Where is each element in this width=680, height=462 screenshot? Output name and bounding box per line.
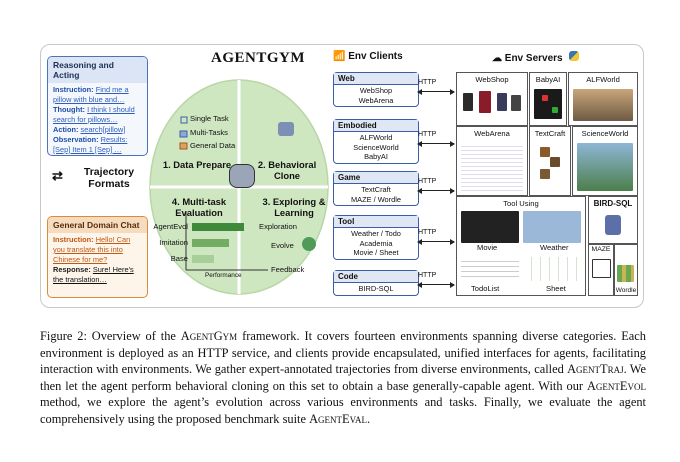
http-label-game: HTTP <box>418 178 437 185</box>
caption-agenttraj: AgentTraj <box>567 362 624 377</box>
env-clients-header: 📶 Env Clients <box>333 51 403 62</box>
reasoning-acting-panel: Reasoning and Acting Instruction: Find m… <box>47 56 148 156</box>
caption-agentgym: AgentGym <box>180 329 238 343</box>
q2-title: 2. Behavioral Clone <box>257 159 317 181</box>
http-label-code: HTTP <box>418 272 437 279</box>
server-scienceworld: ScienceWorld <box>572 126 638 196</box>
server-birdsql: BIRD-SQL <box>588 196 638 244</box>
action-label: Action: <box>53 125 79 134</box>
figure-caption: Figure 2: Overview of the AgentGym frame… <box>40 328 646 428</box>
http-arrow-tool <box>417 238 455 245</box>
http-label-tool: HTTP <box>418 229 437 236</box>
cloud-icon: ☁ <box>492 53 502 64</box>
http-arrow-code <box>417 281 455 288</box>
server-babyai: BabyAI <box>529 72 567 126</box>
q1-item-multi: Multi-Tasks <box>190 128 228 137</box>
client-game-name: Game <box>334 172 418 184</box>
chat-response-text: Sure! Here's the translation… <box>53 265 134 284</box>
swap-arrows-icon: ⇄ <box>52 168 63 183</box>
caption-prefix: Figure 2: Overview of the <box>40 329 181 343</box>
q4-bar-label: Base <box>170 254 188 263</box>
q4-bar-label: Imitation <box>159 238 188 247</box>
q3-exploration: Exploration <box>259 222 297 231</box>
q4-title: 4. Multi-task Evaluation <box>171 196 227 218</box>
q4-axis-label: Performance <box>205 272 242 279</box>
client-tool-envs: Weather / Todo Academia Movie / Sheet <box>351 229 401 257</box>
client-embodied-envs: ALFWorld ScienceWorld BabyAI <box>353 133 399 161</box>
q3-title: 3. Exploring & Learning <box>262 196 326 218</box>
client-web-envs: WebShop WebArena <box>358 86 394 105</box>
client-code: Code BIRD-SQL <box>333 270 419 296</box>
wifi-icon: 📶 <box>333 51 346 62</box>
server-textcraft: TextCraft <box>529 126 571 196</box>
observation-label: Observation: <box>53 135 99 144</box>
server-alfworld: ALFWorld <box>568 72 638 126</box>
http-arrow-embodied <box>417 140 455 147</box>
http-label-embodied: HTTP <box>418 131 437 138</box>
client-code-name: Code <box>334 271 418 283</box>
server-movie-label: Movie <box>477 243 498 252</box>
reasoning-acting-title: Reasoning and Acting <box>48 57 147 83</box>
thought-label: Thought: <box>53 105 86 114</box>
caption-part4: . <box>366 411 371 426</box>
robot-icon <box>278 122 294 136</box>
q3-evolve: Evolve <box>271 241 294 250</box>
q1-title: 1. Data Prepare <box>162 159 232 170</box>
server-tool-using: Tool Using <box>456 196 586 296</box>
server-webarena: WebArena <box>456 126 528 196</box>
client-game-envs: TextCraft MAZE / Wordle <box>351 185 401 204</box>
q4-bar <box>192 223 244 231</box>
trajectory-formats-label: ⇄ Trajectory Formats <box>52 166 135 190</box>
client-embodied-name: Embodied <box>334 120 418 132</box>
client-tool: Tool Weather / Todo Academia Movie / She… <box>333 215 419 260</box>
agentgym-title: AGENTGYM <box>211 50 305 66</box>
observation-text: Results: [Sep] Item 1 [Sep] … <box>53 135 128 154</box>
action-text: search[pillow] <box>80 125 126 134</box>
general-chat-panel: General Domain Chat Instruction: Hello! … <box>47 216 148 298</box>
http-label-web: HTTP <box>418 79 437 86</box>
server-weather-label: Weather <box>540 243 569 252</box>
env-servers-header: ☁ Env Servers <box>492 51 580 64</box>
chat-response-label: Response: <box>53 265 91 274</box>
general-chat-title: General Domain Chat <box>48 217 147 233</box>
client-tool-name: Tool <box>334 216 418 228</box>
server-wordle: Wordle <box>614 244 638 296</box>
thought-text: I think I should search for pillows… <box>53 105 135 124</box>
client-code-envs: BIRD-SQL <box>358 284 394 293</box>
caption-agenteval: AgentEval <box>309 411 367 426</box>
client-web-name: Web <box>334 73 418 85</box>
http-arrow-game <box>417 187 455 194</box>
chat-instruction-text: Hello! Can you translate this into Chine… <box>53 235 131 264</box>
instruction-text: Find me a pillow with blue and… <box>53 85 129 104</box>
caption-part2: . We then let the agent perform behavior… <box>40 362 646 393</box>
client-game: Game TextCraft MAZE / Wordle <box>333 171 419 206</box>
caption-part3: method, we explore the agent’s evolution… <box>40 395 646 426</box>
q4-bar-label: AgentEvol <box>153 222 188 231</box>
q3-feedback: Feedback <box>271 265 305 274</box>
http-arrow-web <box>417 88 455 95</box>
server-webshop: WebShop <box>456 72 528 126</box>
q1-item-single: Single Task <box>190 114 229 123</box>
agent-robot-icon <box>229 164 255 188</box>
server-todolist-label: TodoList <box>471 284 500 293</box>
caption-agentevol: AgentEvol <box>586 378 646 393</box>
server-sheet-label: Sheet <box>546 284 566 293</box>
python-logo-icon <box>569 51 580 61</box>
q1-item-general: General Data <box>190 141 236 150</box>
client-web: Web WebShop WebArena <box>333 72 419 107</box>
instruction-label: Instruction: <box>53 85 94 94</box>
q4-bar <box>192 239 230 247</box>
server-maze: MAZE <box>588 244 614 296</box>
globe-icon <box>302 237 316 251</box>
caption-part1: framework. It covers fourteen environmen… <box>40 329 646 377</box>
chat-instruction-label: Instruction: <box>53 235 94 244</box>
q4-bar <box>192 255 214 263</box>
client-embodied: Embodied ALFWorld ScienceWorld BabyAI <box>333 119 419 164</box>
